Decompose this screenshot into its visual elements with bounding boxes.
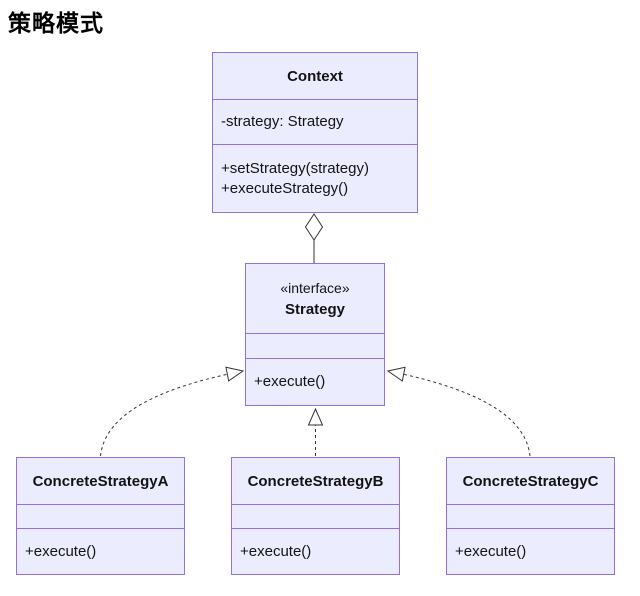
class-box-context: Context -strategy: Strategy +setStrategy…	[212, 52, 418, 213]
method: +setStrategy(strategy)	[221, 159, 369, 177]
page-title: 策略模式	[8, 10, 104, 36]
class-header-context: Context	[213, 53, 417, 99]
methods-section: +setStrategy(strategy) +executeStrategy(…	[213, 144, 417, 212]
method: +execute()	[240, 542, 312, 560]
class-name: Strategy	[284, 300, 346, 318]
class-name: ConcreteStrategyC	[462, 472, 599, 490]
aggregation-diamond-icon	[304, 213, 324, 241]
methods-section: +execute()	[246, 358, 384, 405]
methods-section: +execute()	[232, 528, 399, 574]
class-box-concrete-strategy-c: ConcreteStrategyC +execute()	[446, 457, 615, 575]
class-header-strategy: «interface» Strategy	[246, 264, 384, 333]
class-box-concrete-strategy-a: ConcreteStrategyA +execute()	[16, 457, 185, 575]
attributes-section	[447, 504, 614, 528]
methods-section: +execute()	[17, 528, 184, 574]
realization-arrow-a	[100, 366, 245, 457]
class-name: Context	[287, 67, 343, 85]
class-header-concrete-b: ConcreteStrategyB	[232, 458, 399, 504]
attributes-section	[246, 333, 384, 358]
attribute: -strategy: Strategy	[221, 113, 344, 130]
class-name: ConcreteStrategyB	[247, 472, 384, 490]
attributes-section	[232, 504, 399, 528]
class-box-strategy: «interface» Strategy +execute()	[245, 263, 385, 406]
methods-section: +execute()	[447, 528, 614, 574]
class-stereotype: «interface»	[280, 279, 350, 296]
method: +execute()	[25, 542, 97, 560]
class-name: ConcreteStrategyA	[32, 472, 169, 490]
method: +executeStrategy()	[221, 179, 349, 197]
class-box-concrete-strategy-b: ConcreteStrategyB +execute()	[231, 457, 400, 575]
realization-arrow-c	[386, 366, 531, 457]
attributes-section	[17, 504, 184, 528]
class-header-concrete-a: ConcreteStrategyA	[17, 458, 184, 504]
class-header-concrete-c: ConcreteStrategyC	[447, 458, 614, 504]
method: +execute()	[455, 542, 527, 560]
attributes-section: -strategy: Strategy	[213, 99, 417, 144]
method: +execute()	[254, 373, 326, 390]
